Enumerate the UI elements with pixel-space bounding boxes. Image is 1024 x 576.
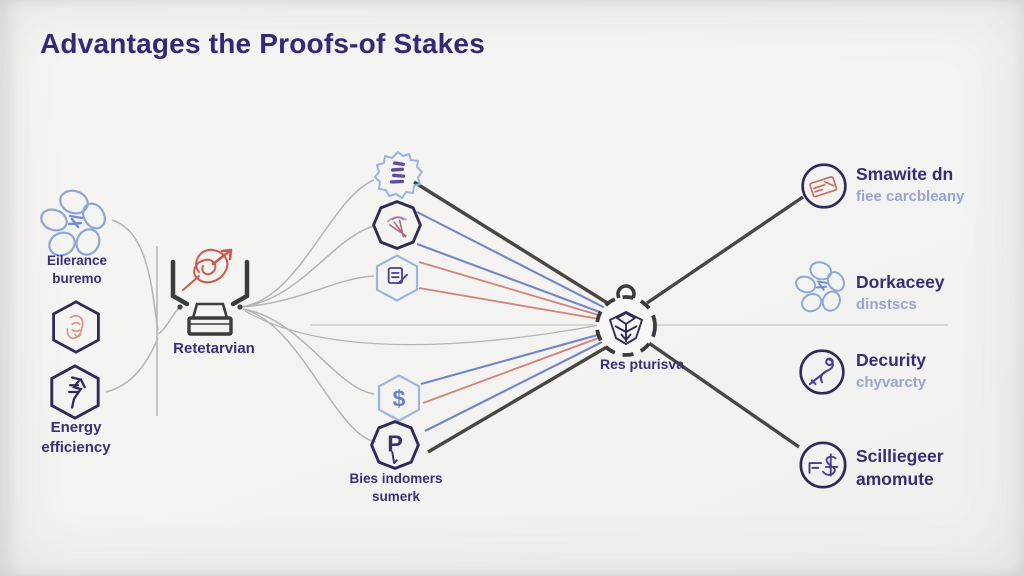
middle-column-label: Bies indomers sumerk	[318, 470, 474, 505]
seal-coins-badge-icon	[374, 151, 423, 199]
tolerance-label-line1: Eilerance	[46, 253, 108, 268]
middle-label-line1: Bies indomers	[349, 471, 443, 486]
right-branch-lines	[645, 195, 804, 449]
hexagon-dollar-icon: $	[377, 374, 421, 422]
right-item-3: Decurity chyvarcty	[856, 350, 1024, 392]
flag-dollar-circle-icon	[799, 441, 847, 489]
right-item-1-subtitle: fiee carcbleany	[856, 188, 965, 205]
energy-hexagon-icon	[50, 364, 100, 420]
right-item-4: Scilliegeer amomute	[856, 446, 1024, 490]
p-glyph: P	[387, 430, 403, 456]
energy-label-line1: Energy	[50, 419, 102, 436]
upper-converging-lines	[413, 180, 618, 322]
right-item-2: Dorkaceey dinstscs	[856, 272, 1024, 314]
validator-label: Retetarvian	[173, 340, 255, 357]
energy-label: Energy efficiency	[18, 418, 134, 457]
coin-stack-glyph	[389, 161, 406, 184]
runner-scribble	[387, 216, 407, 238]
key-glyph	[808, 357, 834, 386]
tolerance-label-line2: buremo	[52, 270, 102, 286]
octagon-p-icon: P	[370, 420, 420, 470]
growth-scribble	[182, 248, 233, 291]
monitor-shape	[170, 259, 250, 336]
middle-label-line2: sumerk	[371, 488, 421, 504]
card-circle-icon	[801, 163, 847, 209]
shield-emblem	[609, 311, 643, 345]
flower-scribble-icon	[40, 189, 106, 257]
monitor-growth-icon	[170, 248, 250, 336]
lower-converging-lines	[420, 329, 618, 454]
right-item-3-subtitle: chyvarcty	[856, 374, 927, 391]
octagon-runner-icon	[372, 200, 422, 250]
right-item-1: Smawite dn fiee carcbleany	[856, 164, 1024, 206]
energy-label-line2: efficiency	[41, 438, 111, 456]
center-node-label: Res pturisva	[599, 356, 685, 372]
flag-dollar-glyph	[808, 453, 839, 477]
card-glyph	[809, 176, 838, 198]
right-item-4-title: Scilliegeer	[856, 446, 944, 466]
face-hexagon-icon	[52, 300, 100, 354]
tolerance-label: Eilerance buremo	[22, 252, 132, 287]
right-item-4-subtitle: amomute	[856, 469, 934, 489]
document-pen-glyph	[387, 267, 408, 284]
dollar-glyph: $	[393, 385, 406, 411]
left-curvy-connectors	[105, 179, 601, 443]
key-circle-icon	[799, 349, 845, 395]
hexagon-document-icon	[375, 254, 419, 302]
connector-dots	[177, 304, 243, 310]
right-item-2-title: Dorkaceey	[856, 272, 945, 292]
flower-scribble-icon	[795, 261, 846, 313]
gear-emblem-icon	[595, 284, 657, 357]
right-item-3-title: Decurity	[856, 350, 927, 370]
right-item-1-title: Smawite dn	[856, 164, 954, 184]
page-title: Advantages the Proofs-of Stakes	[40, 28, 485, 59]
right-item-2-subtitle: dinstscs	[856, 296, 917, 313]
